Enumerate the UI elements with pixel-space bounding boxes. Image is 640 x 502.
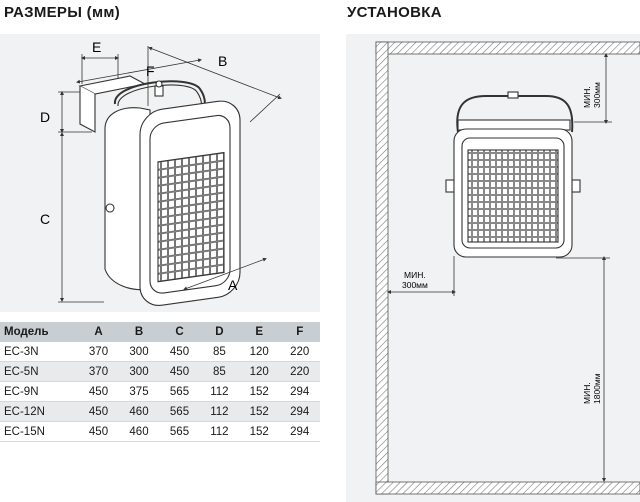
table-cell: 220	[279, 342, 320, 362]
table-cell: 460	[118, 401, 160, 422]
dimensions-table: Модель A B C D E F EC-3N 370 300 450 85 …	[0, 322, 320, 442]
table-cell: 460	[118, 421, 160, 442]
table-cell: 450	[159, 361, 200, 382]
column-header-c: C	[159, 322, 200, 342]
table-cell: EC-3N	[0, 342, 79, 362]
heater-illustration	[78, 75, 241, 307]
dimension-f-label: F	[146, 63, 155, 79]
table-cell: 112	[199, 421, 239, 442]
table-cell: EC-15N	[0, 421, 79, 442]
table-row: EC-3N 370 300 450 85 120 220	[0, 342, 320, 362]
table-row: EC-12N 450 460 565 112 152 294	[0, 401, 320, 422]
ceiling-wall	[375, 41, 640, 55]
table-cell: 294	[279, 401, 320, 422]
column-header-model: Модель	[0, 322, 79, 342]
table-cell: 85	[199, 342, 239, 362]
table-cell: EC-9N	[0, 381, 79, 402]
table-cell: EC-5N	[0, 361, 79, 382]
table-row: EC-9N 450 375 565 112 152 294	[0, 381, 320, 402]
table-cell: 85	[199, 361, 239, 382]
installation-drawing: МИН. 300мм МИН. 300мм МИН. 1800мм	[346, 34, 640, 502]
side-wall	[375, 41, 389, 495]
installation-panel	[346, 34, 640, 502]
dimension-d-label: D	[40, 109, 50, 125]
installed-heater	[445, 91, 581, 258]
table-row: EC-5N 370 300 450 85 120 220	[0, 361, 320, 382]
table-cell: 375	[118, 381, 160, 402]
table-cell: 450	[78, 421, 119, 442]
table-cell: 112	[199, 401, 239, 422]
column-header-d: D	[199, 322, 239, 342]
table-row: EC-15N 450 460 565 112 152 294	[0, 421, 320, 442]
top-clearance-label-1: МИН.	[582, 86, 592, 108]
table-header-row: Модель A B C D E F	[0, 322, 320, 342]
floor-clearance-label-1: МИН.	[582, 382, 592, 404]
column-header-a: A	[78, 322, 119, 342]
column-header-b: B	[118, 322, 160, 342]
table-cell: 565	[159, 381, 200, 402]
table-cell: 450	[78, 381, 119, 402]
table-cell: 300	[118, 342, 160, 362]
table-cell: 120	[238, 342, 280, 362]
table-cell: 152	[238, 401, 280, 422]
table-cell: EC-12N	[0, 401, 79, 422]
dimensions-drawing: E F B D C A	[0, 34, 320, 312]
table-cell: 294	[279, 421, 320, 442]
table-cell: 300	[118, 361, 160, 382]
table-cell: 370	[78, 361, 119, 382]
dimension-e-label: E	[92, 39, 101, 55]
side-clearance-label-2: 300мм	[402, 280, 428, 290]
table-cell: 220	[279, 361, 320, 382]
dimension-a-label: A	[228, 277, 238, 293]
table-cell: 565	[159, 401, 200, 422]
table-cell: 370	[78, 342, 119, 362]
dimensions-heading: РАЗМЕРЫ (мм)	[4, 4, 121, 21]
table-cell: 450	[159, 342, 200, 362]
top-clearance-label-2: 300мм	[592, 82, 602, 108]
dimension-b-label: B	[218, 53, 227, 69]
table-cell: 120	[238, 361, 280, 382]
table-cell: 565	[159, 421, 200, 442]
dimension-c-label: C	[40, 211, 50, 227]
side-clearance-label-1: МИН.	[404, 270, 426, 280]
table-cell: 152	[238, 381, 280, 402]
floor-wall	[375, 481, 640, 495]
column-header-e: E	[238, 322, 280, 342]
column-header-f: F	[279, 322, 320, 342]
floor-clearance-label-2: 1800мм	[592, 373, 602, 404]
table-cell: 450	[78, 401, 119, 422]
table-cell: 152	[238, 421, 280, 442]
table-cell: 112	[199, 381, 239, 402]
table-cell: 294	[279, 381, 320, 402]
installation-heading: УСТАНОВКА	[347, 4, 442, 21]
